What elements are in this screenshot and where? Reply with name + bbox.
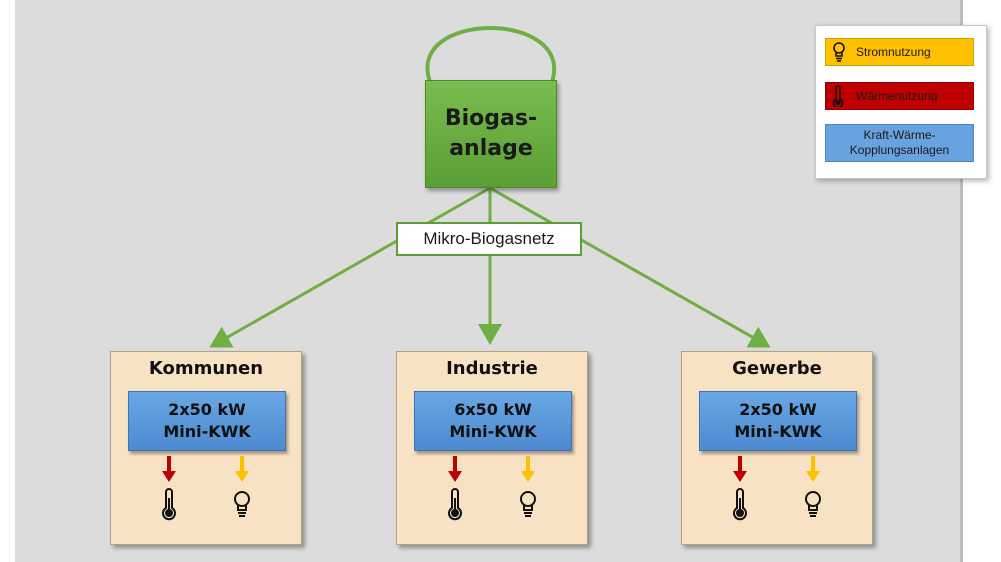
- legend-label-kwk: Kraft-Wärme- Kopplungsanlagen: [849, 128, 950, 157]
- usage-symbols: [162, 456, 250, 521]
- kwk-box: 2x50 kW Mini-KWK: [128, 391, 286, 451]
- usage-symbols: [448, 456, 536, 521]
- consumer-title: Kommunen: [148, 358, 264, 379]
- heat-arrow-icon: [448, 456, 462, 482]
- light-bulb-icon: [805, 491, 821, 517]
- right-margin-bar: [960, 0, 963, 562]
- biogas-plant-label: Biogas- anlage: [444, 106, 538, 161]
- legend-item-waermenutzung: Wärmenutzung: [825, 82, 974, 110]
- biogas-plant-box: Biogas- anlage: [425, 80, 557, 188]
- consumer-box-kommunen: Kommunen 2x50 kW Mini-KWK: [110, 351, 302, 545]
- thermometer-icon: [733, 488, 747, 521]
- heat-arrow-icon: [162, 456, 176, 482]
- consumer-box-industrie: Industrie 6x50 kW Mini-KWK: [396, 351, 588, 545]
- power-arrow-icon: [235, 456, 249, 482]
- connector-to-gewerbe: [489, 186, 771, 348]
- consumer-title: Industrie: [446, 358, 538, 379]
- micro-biogas-network-label: Mikro-Biogasnetz: [423, 229, 555, 248]
- consumer-title: Gewerbe: [732, 358, 822, 379]
- power-arrow-icon: [521, 456, 535, 482]
- legend-item-kwk: Kraft-Wärme- Kopplungsanlagen: [825, 124, 974, 162]
- consumer-box-gewerbe: Gewerbe 2x50 kW Mini-KWK: [681, 351, 873, 545]
- kwk-label: 2x50 kW Mini-KWK: [734, 400, 822, 441]
- thermometer-icon: [162, 488, 176, 521]
- micro-biogas-network-box: Mikro-Biogasnetz: [396, 222, 582, 256]
- legend-label-stromnutzung: Stromnutzung: [856, 45, 931, 59]
- kwk-label: 2x50 kW Mini-KWK: [163, 400, 251, 441]
- kwk-box: 2x50 kW Mini-KWK: [699, 391, 857, 451]
- heat-arrow-icon: [733, 456, 747, 482]
- connector-to-kommunen: [209, 186, 491, 348]
- legend-label-waermenutzung: Wärmenutzung: [856, 89, 938, 103]
- kwk-box: 6x50 kW Mini-KWK: [414, 391, 572, 451]
- light-bulb-icon: [234, 491, 250, 517]
- usage-symbols: [733, 456, 821, 521]
- thermometer-icon: [832, 85, 844, 107]
- legend: Stromnutzung Wärmenutzung Kraft-Wärme- K…: [815, 25, 987, 179]
- kwk-label: 6x50 kW Mini-KWK: [449, 400, 537, 441]
- power-arrow-icon: [806, 456, 820, 482]
- thermometer-icon: [448, 488, 462, 521]
- light-bulb-icon: [520, 491, 536, 517]
- feedback-loop: [425, 26, 557, 83]
- light-bulb-icon: [833, 42, 845, 62]
- legend-item-stromnutzung: Stromnutzung: [825, 38, 974, 66]
